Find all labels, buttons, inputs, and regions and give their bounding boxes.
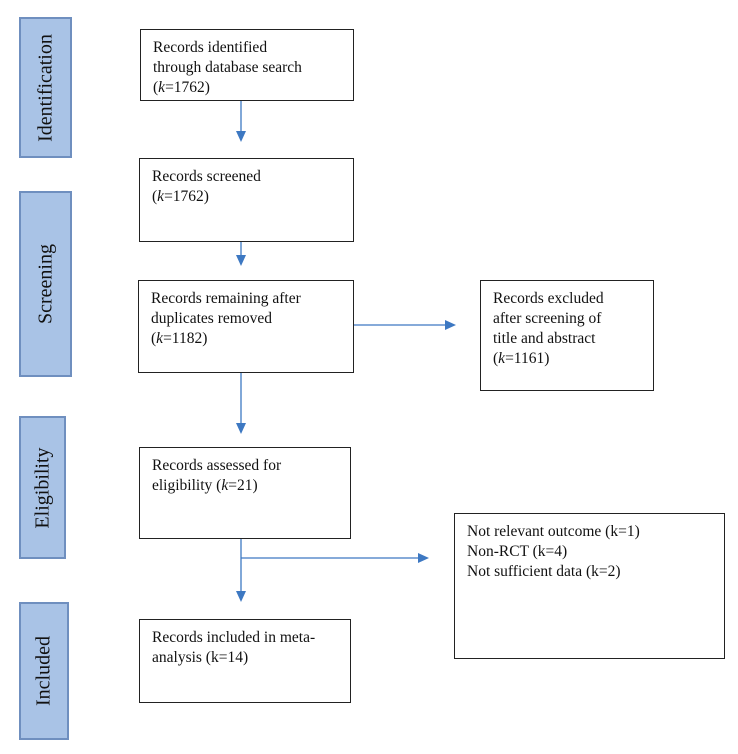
phase-included: Included [19, 602, 69, 740]
phase-identification: Identification [19, 17, 72, 158]
records-included-box: Records included in meta- analysis (k=14… [139, 619, 351, 703]
exclusion-reason-outcome: Not relevant outcome (k=1) [467, 523, 640, 540]
records-screened-count: (k=1762) [152, 188, 209, 205]
records-excluded-line3: title and abstract [493, 330, 596, 347]
records-after-duplicates-count: (k=1182) [151, 330, 208, 347]
records-identified-box: Records identified through database sear… [140, 29, 354, 101]
arrow-duplicates-to-eligibility-head [236, 423, 246, 434]
records-identified-count: (k=1762) [153, 79, 210, 96]
exclusion-reasons-box: Not relevant outcome (k=1) Non-RCT (k=4)… [454, 513, 725, 659]
records-eligibility-count: eligibility (k=21) [152, 477, 258, 494]
records-excluded-count: (k=1161) [493, 350, 550, 367]
records-identified-line1: Records identified [153, 39, 268, 56]
records-excluded-line1: Records excluded [493, 290, 604, 307]
records-included-line2: analysis (k=14) [152, 649, 249, 666]
phase-screening: Screening [19, 191, 72, 377]
records-identified-line2: through database search [153, 59, 302, 76]
records-screened-box: Records screened (k=1762) [139, 158, 354, 242]
arrow-eligibility-to-included-head [236, 591, 246, 602]
arrow-screened-to-duplicates-head [236, 255, 246, 266]
records-included-line1: Records included in meta- [152, 629, 316, 646]
exclusion-reason-non-rct: Non-RCT (k=4) [467, 543, 568, 560]
records-after-duplicates-line1: Records remaining after [151, 290, 301, 307]
arrow-eligibility-to-reasons-head [418, 553, 429, 563]
exclusion-reason-data: Not sufficient data (k=2) [467, 563, 621, 580]
arrow-identified-to-screened-head [236, 131, 246, 142]
records-excluded-line2: after screening of [493, 310, 602, 327]
records-eligibility-line1: Records assessed for [152, 457, 282, 474]
records-after-duplicates-box: Records remaining after duplicates remov… [138, 280, 354, 373]
records-screened-line1: Records screened [152, 168, 261, 185]
records-eligibility-box: Records assessed for eligibility (k=21) [139, 447, 351, 539]
records-excluded-box: Records excluded after screening of titl… [480, 280, 654, 391]
arrow-duplicates-to-excluded-head [445, 320, 456, 330]
phase-eligibility: Eligibility [19, 416, 66, 559]
records-after-duplicates-line2: duplicates removed [151, 310, 272, 327]
